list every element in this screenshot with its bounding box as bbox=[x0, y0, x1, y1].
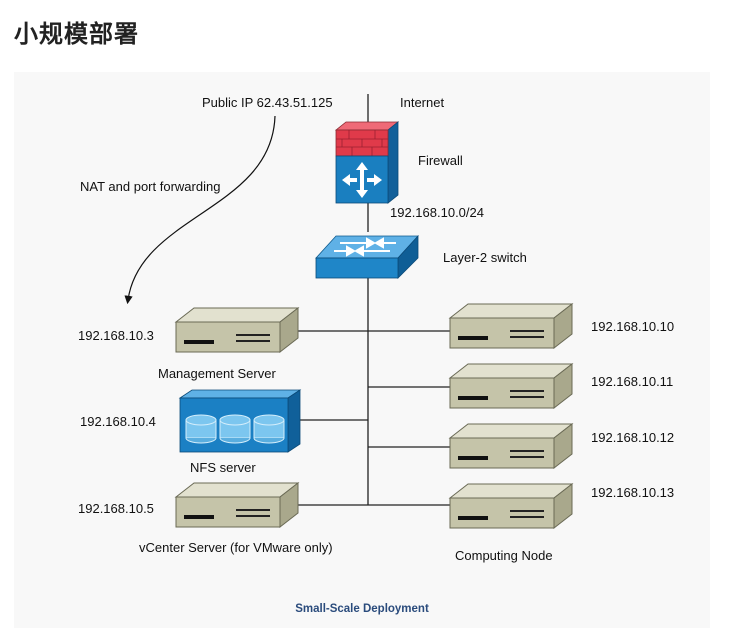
vcenter-server-icon bbox=[175, 482, 299, 528]
management-server-name: Management Server bbox=[158, 366, 276, 381]
management-server-ip: 192.168.10.3 bbox=[78, 328, 154, 343]
nfs-storage-icon bbox=[178, 389, 302, 453]
computing-node-3-icon bbox=[449, 423, 573, 469]
computing-node-4-icon bbox=[449, 483, 573, 529]
computing-node-4-ip: 192.168.10.13 bbox=[591, 485, 674, 500]
switch-label: Layer-2 switch bbox=[443, 250, 527, 265]
computing-node-2-ip: 192.168.10.11 bbox=[591, 374, 673, 389]
computing-node-1-icon bbox=[449, 303, 573, 349]
diagram-caption: Small-Scale Deployment bbox=[295, 603, 429, 615]
subnet-label: 192.168.10.0/24 bbox=[390, 205, 484, 220]
page-title: 小规模部署 bbox=[14, 20, 139, 48]
public-ip-label: Public IP 62.43.51.125 bbox=[202, 95, 333, 110]
nat-arrow bbox=[124, 115, 276, 305]
computing-node-3-ip: 192.168.10.12 bbox=[591, 430, 674, 445]
nfs-server-name: NFS server bbox=[190, 460, 256, 475]
vcenter-server-name: vCenter Server (for VMware only) bbox=[139, 540, 333, 555]
connection-lines bbox=[298, 94, 452, 506]
switch-icon bbox=[315, 234, 419, 279]
nat-label: NAT and port forwarding bbox=[80, 179, 220, 194]
management-server-icon bbox=[175, 307, 299, 353]
internet-label: Internet bbox=[400, 95, 444, 110]
computing-node-2-icon bbox=[449, 363, 573, 409]
computing-node-1-ip: 192.168.10.10 bbox=[591, 319, 674, 334]
nfs-server-ip: 192.168.10.4 bbox=[80, 414, 156, 429]
vcenter-server-ip: 192.168.10.5 bbox=[78, 501, 154, 516]
firewall-label: Firewall bbox=[418, 153, 463, 168]
computing-node-label: Computing Node bbox=[455, 548, 553, 563]
firewall-icon bbox=[334, 121, 400, 204]
